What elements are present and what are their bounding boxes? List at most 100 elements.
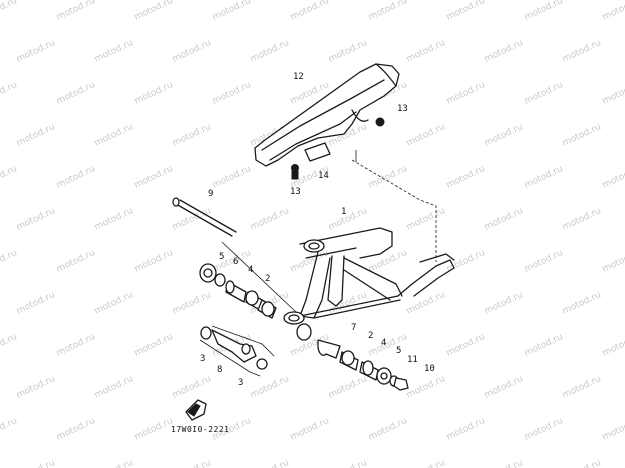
watermark-text: motod.ru	[483, 374, 525, 401]
watermark-text: motod.ru	[249, 458, 291, 468]
watermark-text: motod.ru	[561, 38, 603, 65]
watermark-text: motod.ru	[93, 374, 135, 401]
watermark-text: motod.ru	[55, 248, 97, 275]
watermark-text: motod.ru	[327, 458, 369, 468]
leader-lines	[221, 150, 437, 313]
watermark-text: motod.ru	[55, 416, 97, 443]
callout-11: 11	[407, 355, 418, 365]
watermark-text: motod.ru	[93, 206, 135, 233]
watermark-text: motod.ru	[15, 458, 57, 468]
watermark-text: motod.ru	[601, 416, 625, 443]
watermark-text: motod.ru	[523, 332, 565, 359]
watermark-text: motod.ru	[15, 206, 57, 233]
callout-2-right: 2	[368, 331, 373, 341]
watermark-text: motod.ru	[133, 248, 175, 275]
callout-7: 7	[351, 323, 356, 333]
callout-3-lower: 3	[238, 378, 243, 388]
watermark-text: motod.ru	[211, 164, 253, 191]
watermark-text: motod.ru	[445, 164, 487, 191]
watermark-text: motod.ru	[133, 0, 175, 23]
callout-4-left: 4	[248, 265, 253, 275]
watermark-text: motod.ru	[405, 206, 447, 233]
watermark-text: motod.ru	[523, 164, 565, 191]
watermark-text: motod.ru	[483, 206, 525, 233]
watermark-text: motod.ru	[15, 38, 57, 65]
tensioner-assembly	[199, 325, 275, 377]
callout-8: 8	[217, 365, 222, 375]
watermark-text: motod.ru	[327, 206, 369, 233]
watermark-text: motod.ru	[0, 416, 19, 443]
watermark-text: motod.ru	[289, 0, 331, 23]
watermark-text: motod.ru	[445, 80, 487, 107]
watermark-text: motod.ru	[601, 164, 625, 191]
callout-13-lower: 13	[290, 187, 301, 197]
watermark-text: motod.ru	[405, 38, 447, 65]
watermark-text: motod.ru	[55, 332, 97, 359]
watermark-text: motod.ru	[601, 248, 625, 275]
swing-arm	[283, 227, 455, 325]
watermark-text: motod.ru	[171, 206, 213, 233]
watermark-text: motod.ru	[601, 80, 625, 107]
label-plate-14	[304, 142, 331, 162]
bolt-13-lower	[291, 164, 299, 180]
watermark-text: motod.ru	[249, 374, 291, 401]
watermark-text: motod.ru	[15, 374, 57, 401]
callout-14: 14	[318, 171, 329, 181]
bolt-13-upper	[375, 117, 385, 127]
right-bushing-set	[296, 323, 409, 391]
left-bushing-set	[199, 263, 277, 319]
watermark-text: motod.ru	[55, 0, 97, 23]
watermark-text: motod.ru	[15, 290, 57, 317]
watermark-text: motod.ru	[327, 374, 369, 401]
watermark-text: motod.ru	[133, 164, 175, 191]
watermark-text: motod.ru	[133, 332, 175, 359]
watermark-text: motod.ru	[133, 416, 175, 443]
callout-5-right: 5	[396, 346, 401, 356]
watermark-text: motod.ru	[93, 458, 135, 468]
pivot-shaft	[172, 197, 237, 237]
watermark-text: motod.ru	[0, 164, 19, 191]
watermark-text: motod.ru	[367, 416, 409, 443]
watermark-text: motod.ru	[0, 248, 19, 275]
watermark-text: motod.ru	[55, 80, 97, 107]
watermark-text: motod.ru	[601, 0, 625, 23]
callout-12: 12	[293, 72, 304, 82]
watermark-text: motod.ru	[133, 80, 175, 107]
watermark-text: motod.ru	[523, 416, 565, 443]
watermark-text: motod.ru	[483, 122, 525, 149]
watermark-text: motod.ru	[289, 248, 331, 275]
callouts: 12 13 14 13 1 9 5 6 4 2 7 2 4 5 11 10 3 …	[200, 72, 435, 388]
watermark-text: motod.ru	[445, 332, 487, 359]
watermark-text: motod.ru	[93, 122, 135, 149]
callout-3-left: 3	[200, 354, 205, 364]
watermark-text: motod.ru	[523, 0, 565, 23]
watermark-text: motod.ru	[405, 122, 447, 149]
watermark-text: motod.ru	[561, 458, 603, 468]
watermark-text: motod.ru	[171, 38, 213, 65]
decal-block	[185, 399, 207, 421]
callout-2-left: 2	[265, 274, 270, 284]
watermark-text: motod.ru	[483, 290, 525, 317]
watermark-text: motod.ru	[171, 290, 213, 317]
watermark-text: motod.ru	[561, 206, 603, 233]
watermark-text: motod.ru	[523, 80, 565, 107]
watermark-text: motod.ru	[211, 248, 253, 275]
callout-4-right: 4	[381, 338, 386, 348]
watermark-text: motod.ru	[561, 290, 603, 317]
watermark-text: motod.ru	[483, 458, 525, 468]
watermark-text: motod.ru	[0, 332, 19, 359]
chain-guard	[254, 63, 400, 167]
watermark-text: motod.ru	[523, 248, 565, 275]
watermark-text: motod.ru	[367, 248, 409, 275]
watermark-text: motod.ru	[405, 290, 447, 317]
watermark-text: motod.ru	[289, 416, 331, 443]
watermark-text: motod.ru	[483, 38, 525, 65]
watermark-text: motod.ru	[327, 38, 369, 65]
watermark-text: motod.ru	[249, 38, 291, 65]
diagram-code: 17W0I0-2221	[171, 425, 229, 434]
watermark-text: motod.ru	[211, 0, 253, 23]
watermark-text: motod.ru	[0, 80, 19, 107]
